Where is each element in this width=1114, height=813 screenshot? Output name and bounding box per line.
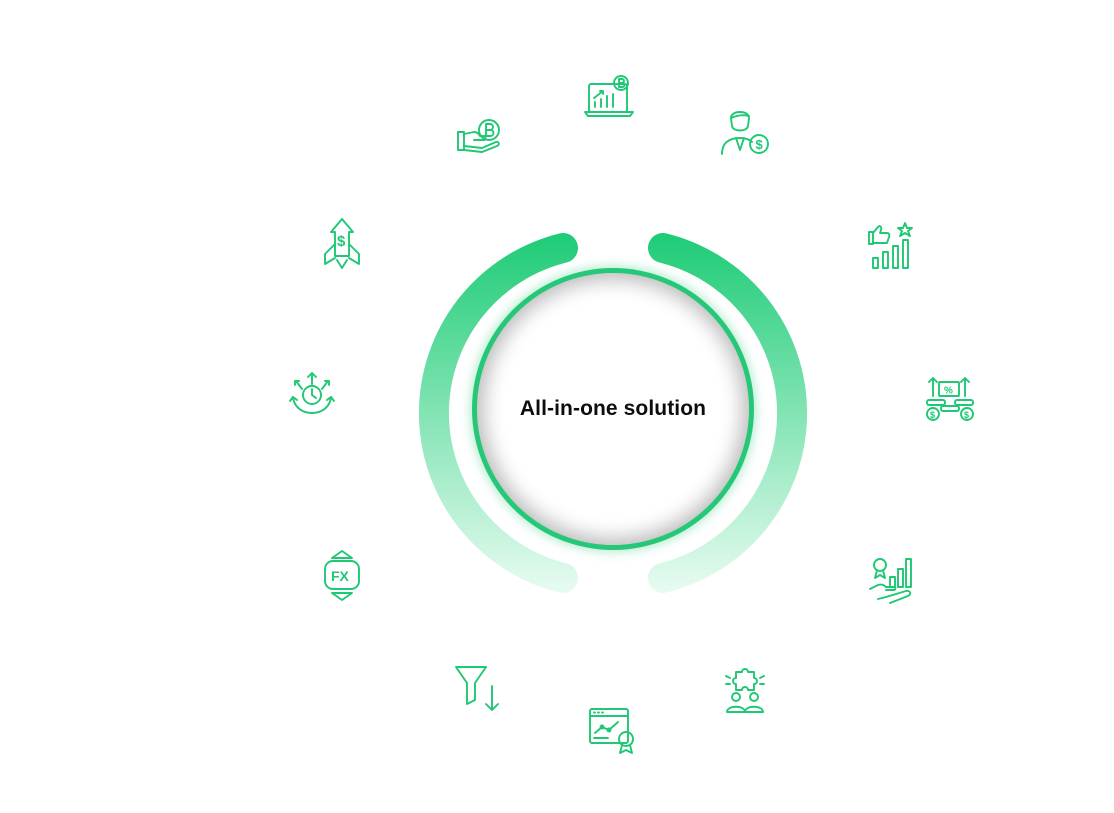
right-ring-arc [648, 233, 808, 593]
svg-text:%: % [944, 386, 953, 397]
left-ring-arc [418, 233, 578, 593]
svg-text:$: $ [337, 233, 346, 250]
analytics-award-browser-icon [586, 703, 640, 757]
businessman-dollar-coin-icon: $ [718, 104, 772, 158]
thumbs-up-star-growth-icon [863, 220, 917, 274]
clock-growth-cycle-icon [285, 367, 339, 421]
svg-text:$: $ [930, 410, 935, 420]
center-circle: All-in-one solution [477, 273, 749, 545]
center-title: All-in-one solution [519, 397, 707, 420]
puzzle-team-icon [718, 664, 772, 718]
rocket-dollar-icon: $ [315, 216, 369, 270]
hand-bitcoin-icon [452, 112, 506, 166]
hand-award-growth-icon [866, 551, 920, 605]
svg-text:$: $ [964, 410, 969, 420]
svg-text:$: $ [756, 137, 764, 152]
coins-percentage-growth-icon: % $ $ [923, 372, 977, 426]
fx-exchange-icon: FX [315, 549, 369, 603]
laptop-bitcoin-growth-icon [583, 72, 637, 126]
funnel-down-arrow-icon [452, 662, 506, 716]
svg-text:FX: FX [331, 568, 350, 584]
